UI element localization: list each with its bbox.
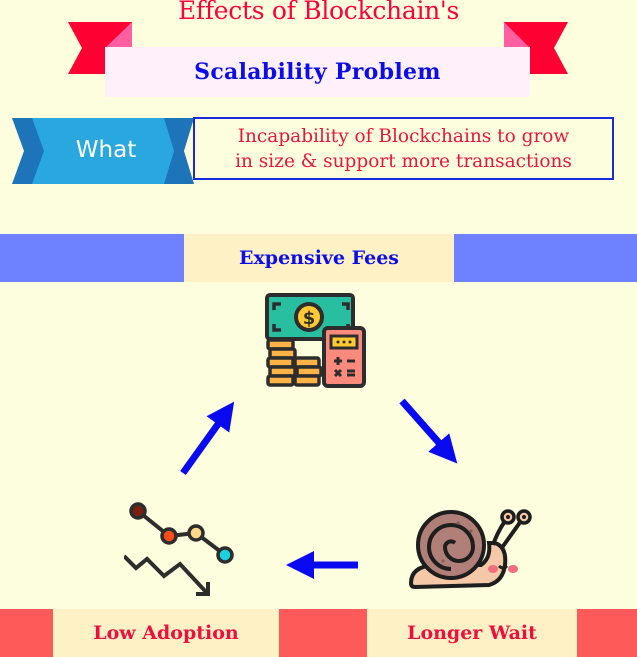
definition-text: Incapability of Blockchains to grow in s… — [235, 125, 572, 172]
top-band-left — [0, 234, 184, 282]
title-line-2: Scalability Problem — [194, 59, 441, 85]
svg-text:$: $ — [303, 308, 316, 329]
arrow-to-longer-wait — [399, 398, 458, 464]
cycle-arrows — [170, 390, 470, 594]
subtitle-banner: Scalability Problem — [105, 47, 530, 97]
arrow-to-expensive-fees — [180, 401, 235, 476]
node-label-longer-wait: Longer Wait — [367, 609, 577, 657]
what-label: What — [75, 137, 137, 163]
declining-chart-icon — [122, 498, 234, 602]
money-calculator-icon: $ — [264, 292, 369, 396]
top-band-right — [454, 234, 637, 282]
what-chevron-tag — [12, 118, 197, 188]
title-line-1: Effects of Blockchain's — [177, 0, 460, 25]
bottom-band-left — [0, 609, 53, 657]
snail-icon — [403, 503, 533, 599]
bottom-band-right — [577, 609, 637, 657]
node-label-expensive-fees: Expensive Fees — [184, 234, 454, 282]
definition-box: Incapability of Blockchains to grow in s… — [193, 117, 614, 180]
bottom-band-middle — [279, 609, 367, 657]
node-label-low-adoption: Low Adoption — [53, 609, 279, 657]
